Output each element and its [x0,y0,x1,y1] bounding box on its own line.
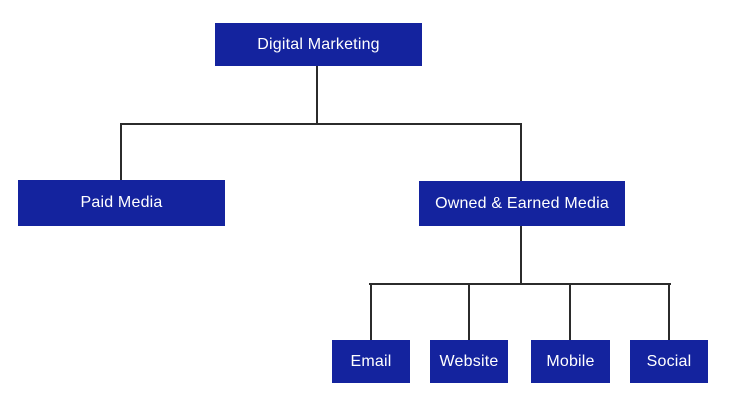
node-digital-marketing: Digital Marketing [215,23,422,66]
node-owned-earned-media: Owned & Earned Media [419,181,625,226]
connector-root-drop [316,66,318,124]
connector-owned-media-stem [520,226,522,284]
connector-mobile-drop [569,284,571,340]
node-mobile: Mobile [531,340,610,383]
node-paid-media: Paid Media [18,180,225,226]
node-social: Social [630,340,708,383]
connector-email-drop [370,284,372,340]
connector-social-drop [668,284,670,340]
connector-owned-media-drop [520,124,522,181]
node-website: Website [430,340,508,383]
node-email: Email [332,340,410,383]
connector-paid-media-drop [120,124,122,180]
connector-website-drop [468,284,470,340]
connector-level2-rail [369,283,671,285]
connector-level1-rail [120,123,522,125]
